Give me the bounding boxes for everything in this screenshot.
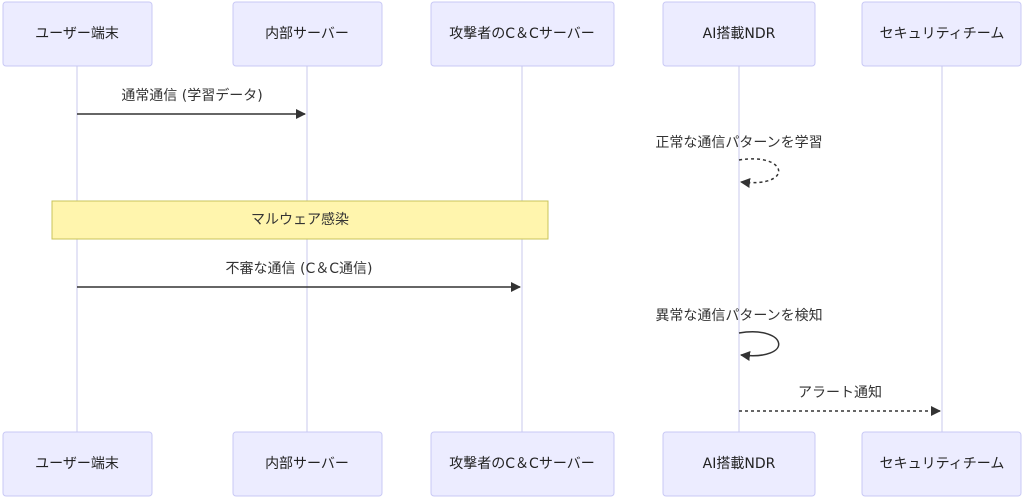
- actor-label: セキュリティチーム: [880, 456, 1005, 472]
- self-loop-arrow: [738, 331, 780, 361]
- actor-c2-bottom: 攻撃者のC＆Cサーバー: [430, 431, 615, 497]
- actor-server-top: 内部サーバー: [232, 1, 383, 67]
- actor-label: AI搭載NDR: [703, 456, 776, 472]
- note-label: マルウェア感染: [251, 211, 349, 228]
- message-label: 正常な通信パターンを学習: [655, 135, 822, 151]
- actor-label: ユーザー端末: [35, 26, 119, 42]
- actor-label: 攻撃者のC＆Cサーバー: [449, 26, 594, 42]
- actor-sec-bottom: セキュリティチーム: [861, 431, 1022, 497]
- self-loop-arrow: [738, 158, 780, 188]
- message-label: 不審な通信 (C＆C通信): [226, 261, 373, 277]
- actor-ndr-bottom: AI搭載NDR: [662, 431, 816, 497]
- actor-user-top: ユーザー端末: [2, 1, 153, 67]
- actor-user-bottom: ユーザー端末: [2, 431, 153, 497]
- actor-server-bottom: 内部サーバー: [232, 431, 383, 497]
- actor-c2-top: 攻撃者のC＆Cサーバー: [430, 1, 615, 67]
- actor-label: AI搭載NDR: [703, 26, 776, 42]
- message-label: 異常な通信パターンを検知: [655, 307, 822, 324]
- message-label: 通常通信 (学習データ): [121, 87, 262, 104]
- actor-ndr-top: AI搭載NDR: [662, 1, 816, 67]
- actor-label: 内部サーバー: [265, 456, 349, 472]
- actor-label: 攻撃者のC＆Cサーバー: [449, 456, 594, 472]
- actor-label: 内部サーバー: [265, 26, 349, 42]
- note-malware-infection: マルウェア感染: [51, 200, 549, 240]
- actor-label: セキュリティチーム: [880, 26, 1005, 42]
- actor-sec-top: セキュリティチーム: [861, 1, 1022, 67]
- actor-label: ユーザー端末: [35, 456, 119, 472]
- message-label: アラート通知: [798, 384, 882, 401]
